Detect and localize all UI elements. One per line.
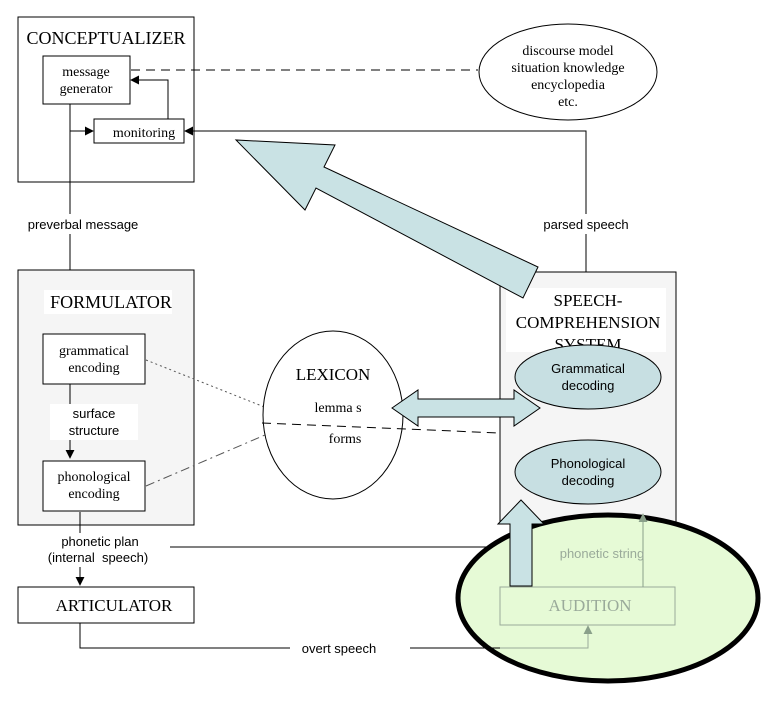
overt-speech-label: overt speech [302,641,376,656]
lexicon-title: LEXICON [296,365,371,384]
phonological-encoding-line1: phonological [57,470,130,485]
message-generator-label-line2: generator [60,82,113,97]
formulator-module: FORMULATOR grammatical encoding surface … [17,269,195,526]
lexicon-circle: LEXICON lemma s forms [262,330,404,500]
knowledge-line-3: encyclopedia [531,78,606,93]
lexicon-lemmas: lemma s [314,401,361,416]
grammatical-decoding-line2: decoding [562,378,615,393]
grammatical-encoding-box: grammatical encoding [42,333,146,385]
grammatical-decoding-line1: Grammatical [551,361,625,376]
audition-title: AUDITION [548,596,631,615]
knowledge-line-4: etc. [558,95,578,110]
grammatical-encoding-line1: grammatical [59,344,129,359]
formulator-title: FORMULATOR [50,292,172,312]
comprehension-title-line1: SPEECH- [554,291,623,310]
monitoring-to-generator-arrow [130,75,169,119]
knowledge-line-1: discourse model [522,44,613,59]
comprehension-title-line2: COMPREHENSION [516,313,661,332]
lexicon-decoding-double-arrow [391,389,541,427]
lemma-form-dashed-line [261,422,501,434]
articulator-box: ARTICULATOR [17,586,195,624]
overt-speech-to-audition [500,625,593,649]
conceptualizer-module: CONCEPTUALIZER message generator monitor… [17,16,195,183]
lexicon-forms: forms [329,432,362,447]
knowledge-ellipse: discourse model situation knowledge ency… [478,23,658,121]
audition-to-decoding-block-arrow [496,499,546,587]
message-generator-label-line1: message [62,65,109,80]
audition-highlight-ellipse [455,512,761,684]
surface-structure-line2: structure [69,423,120,438]
articulator-title: ARTICULATOR [56,596,173,615]
phonetic-plan-line1: phonetic plan [61,534,138,549]
monitoring-box: monitoring [93,118,185,144]
preverbal-message-label: preverbal message [28,217,139,232]
phonological-encoding-line2: encoding [68,487,119,502]
conceptualizer-title: CONCEPTUALIZER [27,28,186,48]
phonological-decoding-line2: decoding [562,473,615,488]
parsed-speech-label: parsed speech [543,217,628,232]
phonological-decoding-line1: Phonological [551,456,626,471]
phonological-encoding-box: phonological encoding [42,460,146,512]
phonological-decoding-ellipse: Phonological decoding [514,439,662,505]
speech-comprehension-module: SPEECH- COMPREHENSION SYSTEM Grammatical… [499,271,677,525]
grammatical-encoding-line2: encoding [68,361,119,376]
comprehension-to-conceptualizer-block-arrow [234,139,539,299]
grammatical-decoding-ellipse: Grammatical decoding [514,344,662,410]
phonetic-string-label: phonetic string [560,546,645,561]
knowledge-line-2: situation knowledge [511,61,624,76]
message-generator-box: message generator [42,55,131,105]
lexicon-link-phonological [145,431,273,487]
audition-box: AUDITION [499,586,676,626]
phonetic-plan-line2: (internal speech) [48,550,148,565]
surface-structure-line1: surface [73,406,116,421]
monitoring-label: monitoring [113,126,175,141]
overt-speech-line [79,623,290,649]
